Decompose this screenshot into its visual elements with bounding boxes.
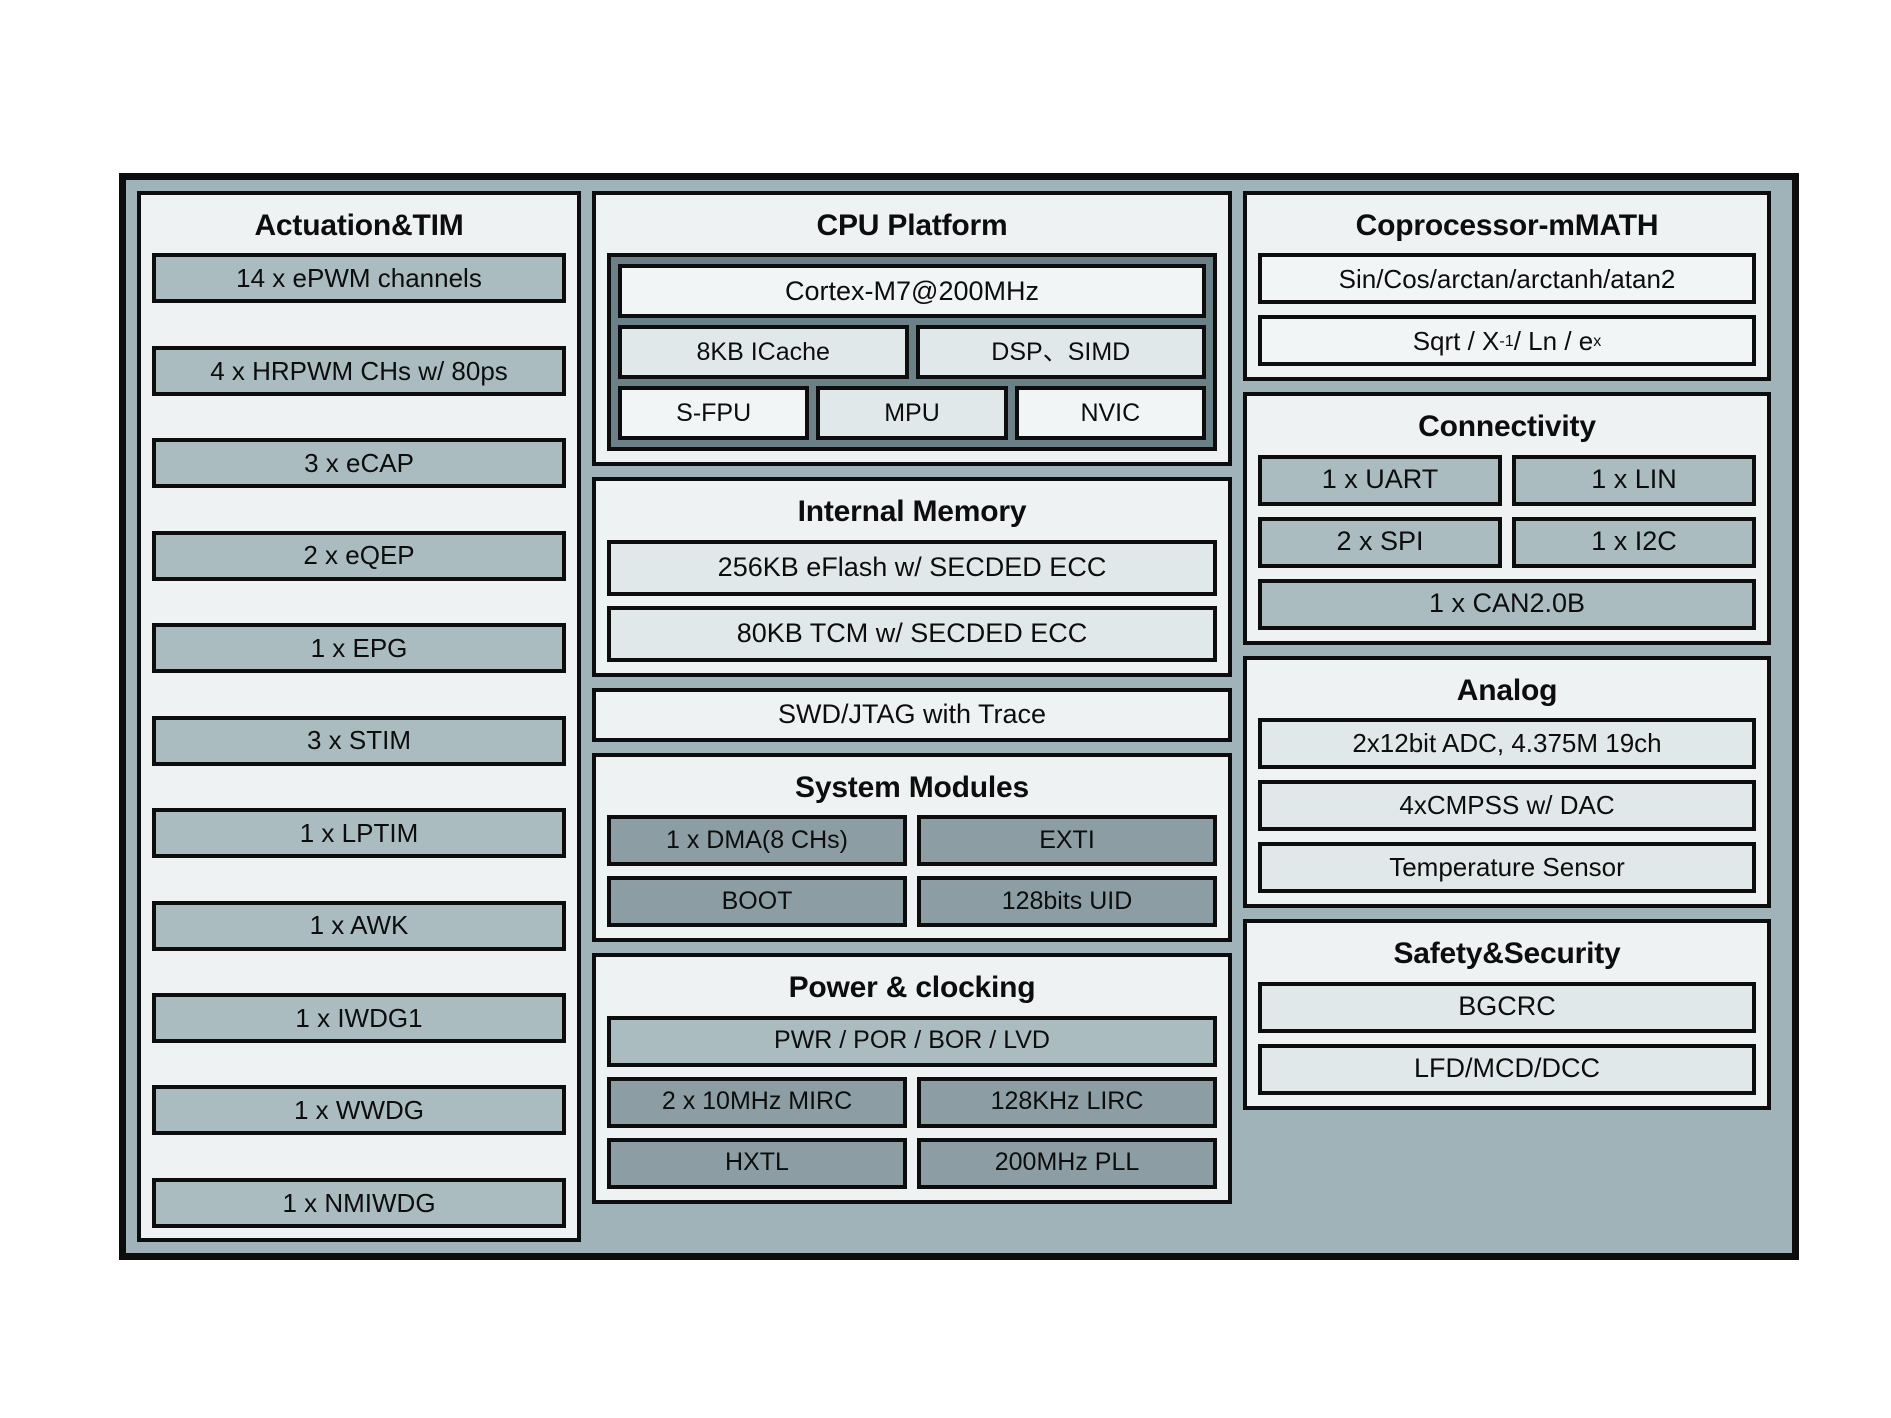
block-iwdg1[interactable]: 1 x IWDG1 (152, 993, 566, 1044)
block-adc[interactable]: 2x12bit ADC, 4.375M 19ch (1258, 718, 1756, 770)
panel-connectivity: Connectivity 1 x UART 1 x LIN 2 x SPI 1 … (1243, 392, 1771, 645)
panel-title-cpu-platform: CPU Platform (816, 209, 1008, 242)
block-nmiwdg[interactable]: 1 x NMIWDG (152, 1177, 566, 1228)
block-epwm-channels[interactable]: 14 x ePWM channels (152, 253, 566, 304)
coprocessor-stack: Sin/Cos/arctan/arctanh/atan2 Sqrt / X-1 … (1258, 253, 1756, 367)
right-column: Coprocessor-mMATH Sin/Cos/arctan/arctanh… (1243, 191, 1771, 1242)
cpu-row-cache-dsp: 8KB ICache DSP、SIMD (618, 325, 1206, 380)
left-column: Actuation&TIM 14 x ePWM channels 4 x HRP… (137, 191, 581, 1242)
block-can[interactable]: 1 x CAN2.0B (1258, 578, 1756, 630)
block-eqep[interactable]: 2 x eQEP (152, 530, 566, 581)
panel-title-connectivity: Connectivity (1418, 410, 1596, 444)
block-lfd-mcd-dcc[interactable]: LFD/MCD/DCC (1258, 1043, 1756, 1095)
block-exti[interactable]: EXTI (917, 815, 1217, 867)
block-hrpwm-channels[interactable]: 4 x HRPWM CHs w/ 80ps (152, 345, 566, 396)
power-clocking-row-1: 2 x 10MHz MIRC 128KHz LIRC (607, 1076, 1217, 1128)
block-s-fpu[interactable]: S-FPU (618, 386, 810, 441)
panel-title-power-clocking: Power & clocking (788, 971, 1036, 1005)
system-modules-row-2: BOOT 128bits UID (607, 876, 1217, 928)
block-stim[interactable]: 3 x STIM (152, 715, 566, 766)
panel-title-safety-security: Safety&Security (1393, 937, 1621, 971)
block-epg[interactable]: 1 x EPG (152, 623, 566, 674)
connectivity-row-1: 1 x UART 1 x LIN (1258, 454, 1756, 506)
block-lptim[interactable]: 1 x LPTIM (152, 808, 566, 859)
block-cmpss[interactable]: 4xCMPSS w/ DAC (1258, 780, 1756, 832)
block-mpu[interactable]: MPU (816, 386, 1008, 441)
panel-system-modules: System Modules 1 x DMA(8 CHs) EXTI BOOT … (592, 752, 1232, 943)
block-eflash[interactable]: 256KB eFlash w/ SECDED ECC (607, 539, 1217, 596)
safety-stack: BGCRC LFD/MCD/DCC (1258, 981, 1756, 1095)
connectivity-stack: 1 x UART 1 x LIN 2 x SPI 1 x I2C 1 x CAN… (1258, 454, 1756, 630)
panel-title-internal-memory: Internal Memory (797, 495, 1027, 529)
panel-safety-security: Safety&Security BGCRC LFD/MCD/DCC (1243, 919, 1771, 1110)
block-uart[interactable]: 1 x UART (1258, 454, 1502, 506)
panel-cpu-platform: CPU Platform Cortex-M7@200MHz 8KB ICache… (592, 191, 1232, 467)
chip-block-diagram: Actuation&TIM 14 x ePWM channels 4 x HRP… (119, 173, 1799, 1260)
actuation-item-list: 14 x ePWM channels 4 x HRPWM CHs w/ 80ps… (152, 253, 566, 1228)
block-cortex-m7[interactable]: Cortex-M7@200MHz (618, 264, 1206, 319)
block-lirc[interactable]: 128KHz LIRC (917, 1076, 1217, 1128)
panel-internal-memory: Internal Memory 256KB eFlash w/ SECDED E… (592, 477, 1232, 677)
block-mirc[interactable]: 2 x 10MHz MIRC (607, 1076, 907, 1128)
block-128bits-uid[interactable]: 128bits UID (917, 876, 1217, 928)
block-pwr-por-bor-lvd[interactable]: PWR / POR / BOR / LVD (607, 1015, 1217, 1067)
system-modules-row-1: 1 x DMA(8 CHs) EXTI (607, 815, 1217, 867)
block-wwdg[interactable]: 1 x WWDG (152, 1085, 566, 1136)
panel-power-clocking: Power & clocking PWR / POR / BOR / LVD 2… (592, 953, 1232, 1204)
analog-stack: 2x12bit ADC, 4.375M 19ch 4xCMPSS w/ DAC … (1258, 718, 1756, 894)
cpu-row-fpu-mpu-nvic: S-FPU MPU NVIC (618, 386, 1206, 441)
panel-title-actuation-tim: Actuation&TIM (254, 209, 464, 242)
block-spi[interactable]: 2 x SPI (1258, 516, 1502, 568)
block-awk[interactable]: 1 x AWK (152, 900, 566, 951)
block-boot[interactable]: BOOT (607, 876, 907, 928)
power-clocking-stack: PWR / POR / BOR / LVD 2 x 10MHz MIRC 128… (607, 1015, 1217, 1189)
block-ecap[interactable]: 3 x eCAP (152, 438, 566, 489)
block-swd-jtag-trace[interactable]: SWD/JTAG with Trace (592, 687, 1232, 742)
block-hxtl[interactable]: HXTL (607, 1137, 907, 1189)
block-trig-functions[interactable]: Sin/Cos/arctan/arctanh/atan2 (1258, 253, 1756, 305)
power-clocking-row-2: HXTL 200MHz PLL (607, 1137, 1217, 1189)
middle-column: CPU Platform Cortex-M7@200MHz 8KB ICache… (592, 191, 1232, 1242)
cpu-core-cluster: Cortex-M7@200MHz 8KB ICache DSP、SIMD S-F… (607, 253, 1217, 452)
panel-actuation-tim: Actuation&TIM 14 x ePWM channels 4 x HRP… (137, 191, 581, 1242)
block-nvic[interactable]: NVIC (1014, 386, 1206, 441)
panel-title-coprocessor-mmath: Coprocessor-mMATH (1355, 209, 1659, 242)
block-i2c[interactable]: 1 x I2C (1512, 516, 1756, 568)
connectivity-row-2: 2 x SPI 1 x I2C (1258, 516, 1756, 568)
block-pll[interactable]: 200MHz PLL (917, 1137, 1217, 1189)
panel-coprocessor-mmath: Coprocessor-mMATH Sin/Cos/arctan/arctanh… (1243, 191, 1771, 382)
block-bgcrc[interactable]: BGCRC (1258, 981, 1756, 1033)
block-dsp-simd[interactable]: DSP、SIMD (915, 325, 1206, 380)
block-temp-sensor[interactable]: Temperature Sensor (1258, 842, 1756, 894)
panel-title-analog: Analog (1456, 673, 1558, 707)
block-lin[interactable]: 1 x LIN (1512, 454, 1756, 506)
block-dma[interactable]: 1 x DMA(8 CHs) (607, 815, 907, 867)
panel-analog: Analog 2x12bit ADC, 4.375M 19ch 4xCMPSS … (1243, 655, 1771, 909)
panel-title-system-modules: System Modules (795, 770, 1029, 804)
block-tcm[interactable]: 80KB TCM w/ SECDED ECC (607, 605, 1217, 662)
block-icache[interactable]: 8KB ICache (618, 325, 909, 380)
